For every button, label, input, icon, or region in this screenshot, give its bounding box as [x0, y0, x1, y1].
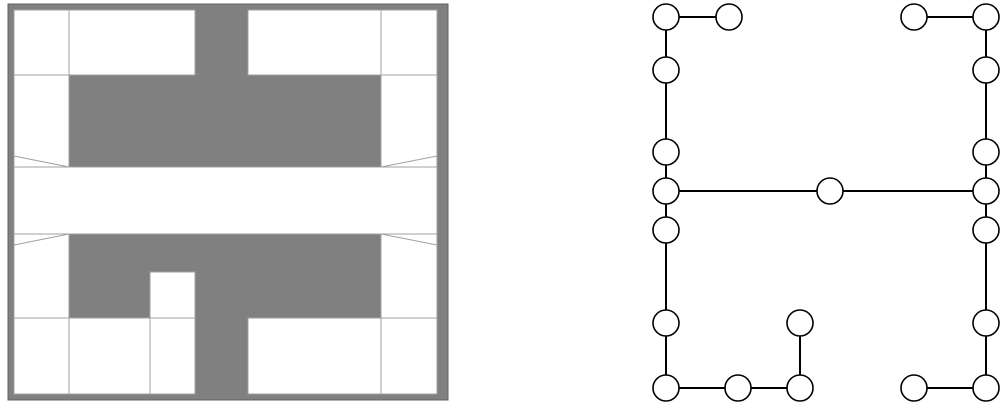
- graph-node: [652, 216, 680, 244]
- graph-node: [816, 177, 844, 205]
- corridor-wedge-line: [13, 155, 70, 168]
- graph-node: [972, 374, 1000, 402]
- graph-node: [972, 56, 1000, 84]
- room-left-lower: [13, 233, 70, 319]
- graph-node: [900, 3, 928, 31]
- graph-node: [972, 309, 1000, 337]
- graph-node: [652, 374, 680, 402]
- graph-node: [652, 56, 680, 84]
- graph-node: [652, 177, 680, 205]
- corridor-wedge-line: [380, 155, 438, 168]
- room-small-inset: [149, 271, 196, 319]
- room-top-left-center: [68, 9, 196, 76]
- corridor-wedge-line: [380, 233, 438, 246]
- graph-node: [652, 309, 680, 337]
- room-top-right: [380, 9, 438, 76]
- graph-nodes: [652, 3, 1000, 402]
- room-bottom-center: [149, 317, 196, 395]
- room-left-upper: [13, 74, 70, 168]
- node-graph-diagram: [652, 3, 1000, 402]
- corridor-wedge-line: [13, 233, 70, 246]
- graph-node: [972, 138, 1000, 166]
- graph-node: [972, 216, 1000, 244]
- graph-node: [786, 309, 814, 337]
- room-right-upper: [380, 74, 438, 168]
- room-bottom-left: [13, 317, 70, 395]
- room-top-left: [13, 9, 70, 76]
- graph-node: [652, 138, 680, 166]
- room-bottom-right: [380, 317, 438, 395]
- room-top-right-center: [247, 9, 382, 76]
- room-bottom-right-center: [247, 317, 382, 395]
- room-bottom-left-center: [68, 317, 151, 395]
- graph-node: [972, 177, 1000, 205]
- graph-node: [724, 374, 752, 402]
- room-right-lower: [380, 233, 438, 319]
- central-corridor: [13, 166, 438, 235]
- graph-node: [652, 3, 680, 31]
- graph-node: [972, 3, 1000, 31]
- graph-node: [715, 3, 743, 31]
- graph-node: [900, 374, 928, 402]
- graph-node: [786, 374, 814, 402]
- floor-plan-diagram: [7, 3, 449, 401]
